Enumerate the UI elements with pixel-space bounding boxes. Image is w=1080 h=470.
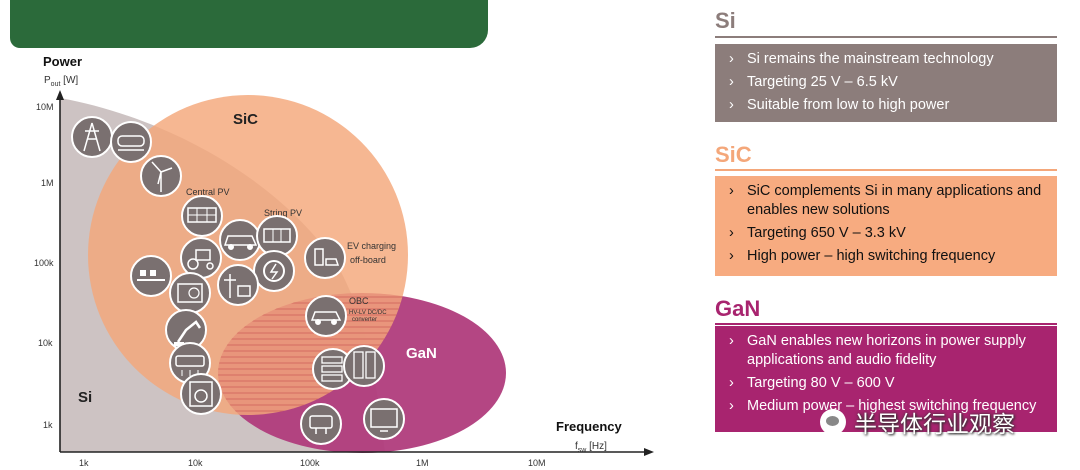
si-region-label: Si (78, 389, 92, 406)
gan-bullet: ›GaN enables new horizons in power suppl… (729, 333, 1026, 368)
obc-sub-label: converter (352, 317, 377, 323)
conveyor-icon (130, 255, 172, 297)
gan-bullet: ›Medium power – highest switching freque… (729, 398, 1037, 414)
x-axis-arrow (644, 448, 654, 456)
gan-panel-rule (715, 323, 1057, 325)
obc-sub-label: HV-LV DC/DC (349, 310, 387, 316)
ev-charger-icon (253, 250, 295, 292)
sic-bullet: ›Targeting 650 V – 3.3 kV (729, 225, 906, 241)
y-axis-arrow (56, 90, 64, 100)
x-tick-label: 10k (188, 458, 203, 468)
obc-label: OBC (349, 296, 369, 306)
ev-charging-label: EV charging (347, 241, 396, 251)
x-tick-label: 10M (528, 458, 546, 468)
y-axis-title: Power (43, 54, 82, 69)
split-ac-icon (169, 342, 211, 384)
si-panel-title: Si (715, 8, 736, 33)
wechat-icon (820, 409, 846, 435)
x-tick-label: 1k (79, 458, 89, 468)
string-pv-label: String PV (264, 208, 302, 218)
sic-bullet: ›High power – high switching frequency (729, 248, 996, 264)
tv-icon (363, 398, 405, 440)
sic-region-label: SiC (233, 111, 258, 128)
tractor-icon (180, 237, 222, 279)
solar-panel-icon (181, 195, 223, 237)
string-pv-icon (256, 215, 298, 257)
si-bullet: ›Suitable from low to high power (729, 97, 950, 113)
central-pv-label: Central PV (186, 187, 230, 197)
x-axis-title: Frequency (556, 419, 623, 434)
header-banner (10, 0, 488, 48)
si-panel-rule (715, 36, 1057, 38)
train-icon (110, 121, 152, 163)
car-obc-icon (305, 295, 347, 337)
washing-machine-icon (180, 373, 222, 415)
si-bullet: ›Targeting 25 V – 6.5 kV (729, 74, 898, 90)
gan-bullet: ›Targeting 80 V – 600 V (729, 375, 895, 391)
x-tick-label: 1M (416, 458, 429, 468)
y-tick-label: 1M (41, 178, 54, 188)
ev-charging-station-icon (304, 237, 346, 279)
charger-adapter-icon (300, 403, 342, 445)
sic-panel-title: SiC (715, 142, 752, 167)
y-tick-label: 1k (43, 420, 53, 430)
grid-converter-icon (217, 264, 259, 306)
car-icon (219, 219, 261, 261)
wind-turbine-icon (140, 155, 182, 197)
y-tick-label: 100k (34, 258, 54, 268)
x-axis-unit: fsw [Hz] (575, 441, 607, 454)
y-axis-unit: Pout [W] (44, 75, 78, 88)
x-tick-label: 100k (300, 458, 320, 468)
gan-panel-title: GaN (715, 296, 761, 321)
air-conditioner-icon (169, 272, 211, 314)
sic-bullet: ›SiC complements Si in many applications… (729, 183, 1042, 218)
si-panel: ›Si remains the mainstream technology ›T… (715, 44, 1057, 122)
watermark: 半导体行业观察 (820, 405, 1060, 439)
y-tick-label: 10M (36, 102, 54, 112)
ev-charging-sub-label: off-board (350, 255, 386, 265)
servers-icon (312, 348, 354, 390)
sic-panel-rule (715, 169, 1057, 171)
gan-panel: ›GaN enables new horizons in power suppl… (715, 326, 1057, 432)
sic-panel: ›SiC complements Si in many applications… (715, 176, 1057, 276)
si-bullet: ›Si remains the mainstream technology (729, 51, 994, 67)
power-tower-icon (71, 116, 113, 158)
y-tick-label: 10k (38, 338, 53, 348)
watermark-text: 半导体行业观察 (854, 412, 1015, 438)
servers-icon (343, 345, 385, 387)
power-frequency-diagram: Power Pout [W] Frequency fsw [Hz] 10M 1M… (34, 54, 654, 468)
gan-region-label: GaN (406, 345, 437, 362)
